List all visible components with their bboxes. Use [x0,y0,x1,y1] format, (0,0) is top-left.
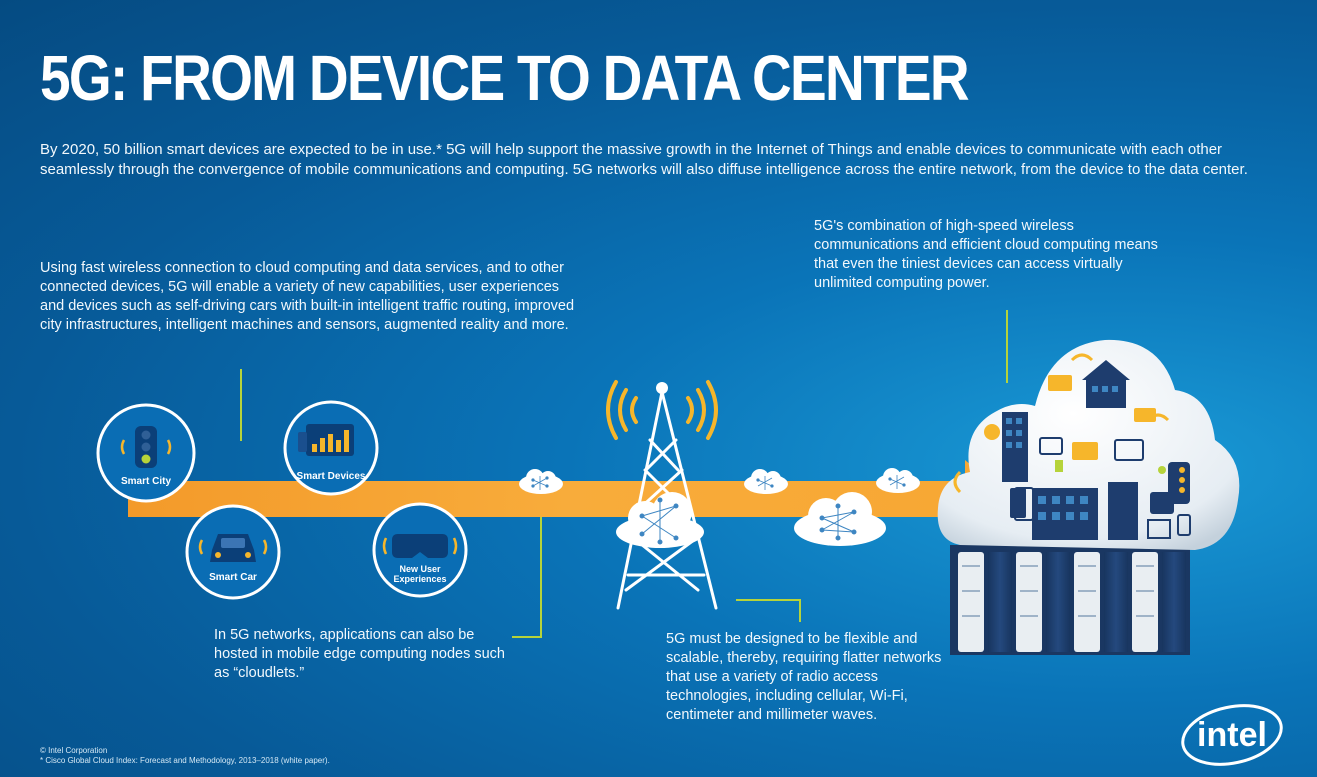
smart-city-label: Smart City [121,476,171,487]
experiences-label: Experiences [393,574,446,584]
new-user-experiences-badge: New User Experiences [372,502,468,598]
cloudlet-icon [519,469,563,494]
vr-headset-icon [382,534,458,558]
page-title: 5G: FROM DEVICE TO DATA CENTER [40,42,970,114]
cloud-computing-icon [937,339,1240,550]
new-user-label: New User [399,564,441,574]
smart-car-badge: Smart Car [185,504,281,600]
radio-access-paragraph: 5G must be designed to be flexible and s… [666,631,942,723]
connector-lines [240,310,1008,638]
smart-city-badge: Smart City [96,403,196,503]
cloudlet-icon [876,468,920,493]
devices-chart-icon [298,424,354,456]
car-icon [198,534,268,562]
server-rack [958,552,1012,652]
cloudlets-paragraph: In 5G networks, applications can also be… [214,627,505,681]
smart-devices-badge: Smart Devices [283,400,379,496]
smart-car-label: Smart Car [209,572,257,583]
intel-logo-text: intel [1197,716,1267,754]
capabilities-paragraph: Using fast wireless connection to cloud … [40,260,575,333]
server-rack [1132,552,1186,652]
intel-logo: intel [1181,704,1283,766]
cloudlet-icon [744,469,788,494]
server-rack [1074,552,1128,652]
server-rack [1016,552,1070,652]
cloudlet-icon [794,492,886,546]
copyright-text: © Intel Corporation [40,746,107,755]
intro-paragraph: By 2020, 50 billion smart devices are ex… [40,141,1248,178]
citation-text: * Cisco Global Cloud Index: Forecast and… [40,756,330,765]
data-center-servers [950,545,1190,655]
smart-devices-label: Smart Devices [297,471,366,482]
cloud-computing-paragraph: 5G's combination of high-speed wireless … [814,218,1158,291]
data-flow-arrow [128,460,1010,537]
cell-tower-icon [606,380,718,610]
traffic-light-icon [120,426,172,468]
